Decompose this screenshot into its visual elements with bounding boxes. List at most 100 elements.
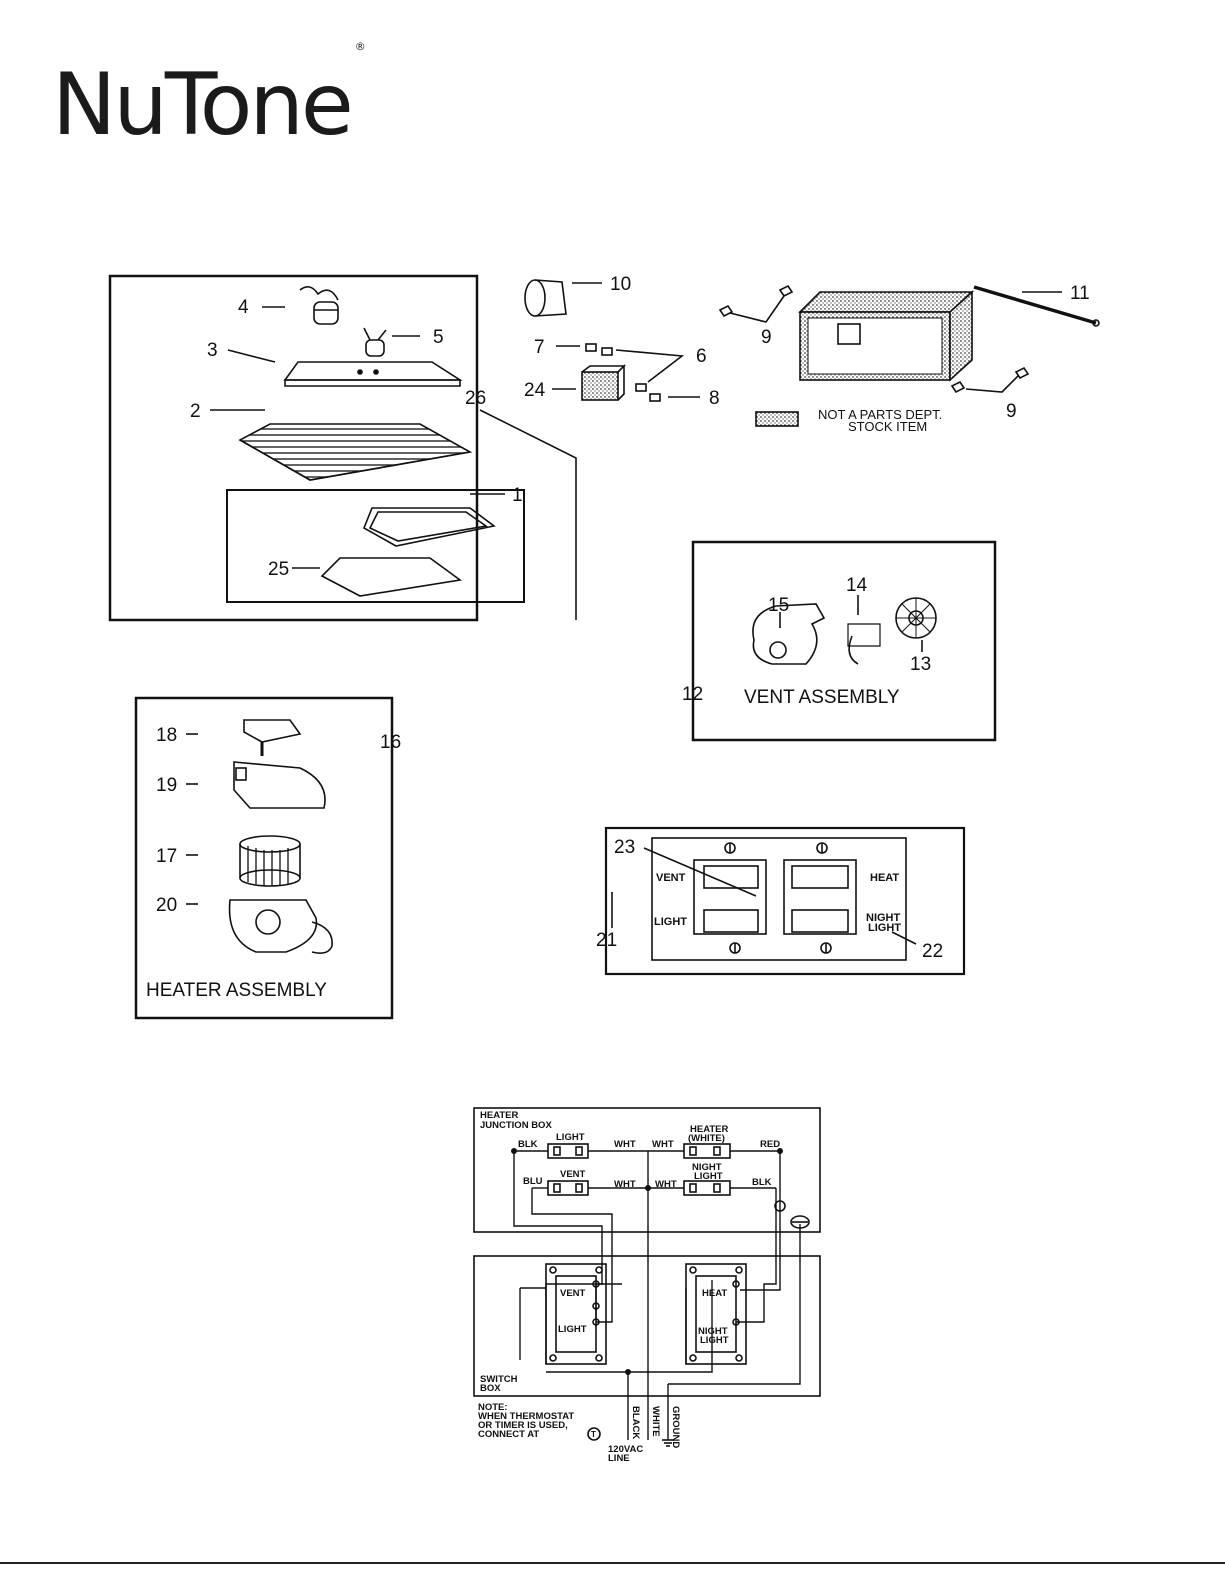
callout-7: 7 (534, 337, 545, 358)
wire-junction-dots (511, 1148, 783, 1375)
callout-16: 16 (380, 732, 401, 753)
switch-light-label: LIGHT (558, 1324, 587, 1335)
callout-13: 13 (910, 654, 931, 675)
wiring-vent-label: VENT (560, 1169, 586, 1180)
callout-21: 21 (596, 930, 617, 951)
switch-plate-heat-label: HEAT (870, 872, 899, 884)
switch-night-label-2: LIGHT (700, 1335, 729, 1346)
switch-plate-outline (651, 837, 907, 961)
switch-plate-night-label-2: LIGHT (868, 922, 901, 934)
callout-17: 17 (156, 846, 177, 867)
bulb-holder-part-icon (363, 327, 387, 357)
not-stock-item-swatch (755, 411, 799, 427)
callout-23-leader (643, 847, 757, 897)
wiring-light-label: LIGHT (556, 1132, 585, 1143)
note-line-4: CONNECT AT (478, 1429, 539, 1440)
callout-23: 23 (614, 837, 635, 858)
heater-assembly-frame (134, 696, 394, 1020)
callout-15: 15 (768, 595, 789, 616)
junction-box-frame (473, 1107, 821, 1233)
callout-6: 6 (696, 346, 707, 367)
wiring-heater-label-1: HEATER (690, 1124, 728, 1135)
capacitor-part-icon (581, 364, 626, 401)
lens-frame-part-icon (362, 507, 496, 547)
mounting-clip-part-icon (718, 284, 1030, 394)
callout-8: 8 (709, 388, 720, 409)
switch-plate-light-label: LIGHT (654, 916, 687, 928)
callout-25: 25 (268, 559, 289, 580)
callout-10: 10 (610, 274, 631, 295)
callout-9b: 9 (1006, 401, 1017, 422)
callout-22-leader (891, 931, 917, 945)
callout-1: 1 (512, 485, 523, 506)
hanger-bar-part-icon (973, 285, 1100, 327)
not-stock-note-line1: NOT A PARTS DEPT. (818, 407, 942, 422)
wire-white-label: WHITE (650, 1406, 661, 1437)
switch-plate-frame (604, 826, 966, 976)
heater-motor-part-icon (228, 899, 333, 954)
grille-part-icon (238, 423, 473, 481)
switch-plate-night-label-1: NIGHT (866, 912, 901, 924)
heater-assembly-label: HEATER ASSEMBLY (146, 980, 327, 1001)
vent-fan-blade-part-icon (895, 597, 937, 639)
ground-symbol-icon (662, 1439, 674, 1447)
clip-part-icon (585, 343, 661, 402)
callout-9a-leader (729, 295, 785, 323)
callout-22: 22 (922, 941, 943, 962)
registered-mark: ® (354, 40, 366, 54)
wire-blk-left: BLK (518, 1139, 538, 1150)
switch-plate-buttons-icon (693, 842, 857, 954)
vent-motor-part-icon (847, 623, 881, 665)
footer-rule (0, 1562, 1225, 1564)
note-thermostat-symbol-icon (587, 1427, 601, 1441)
wire-wht-vent: WHT (614, 1179, 636, 1190)
main-assembly-frame (108, 274, 479, 622)
switch-night-label-1: NIGHT (698, 1326, 728, 1337)
wire-blu: BLU (523, 1176, 543, 1187)
wire-wht-heater: WHT (652, 1139, 674, 1150)
wire-blk-right: BLK (752, 1177, 772, 1188)
callout-4: 4 (238, 297, 249, 318)
callout-5: 5 (433, 327, 444, 348)
housing-cover-part-icon (283, 361, 463, 387)
callout-12: 12 (682, 684, 703, 705)
callout-26: 26 (465, 388, 486, 409)
lens-part-icon (320, 557, 463, 597)
wire-ground-label: GROUND (670, 1406, 681, 1448)
nutone-logo: NuTone® (52, 40, 366, 155)
wire-black-label: BLACK (630, 1406, 641, 1439)
callout-26-leader (479, 409, 577, 620)
vent-assembly-frame (691, 540, 997, 742)
switch-box-label-2: BOX (480, 1383, 501, 1394)
wiring-night-label-2: LIGHT (694, 1171, 723, 1182)
wiring-night-label-1: NIGHT (692, 1162, 722, 1173)
heater-housing-part-icon (233, 761, 326, 809)
note-thermostat-symbol: T (591, 1430, 596, 1439)
note-line-1: NOTE: (478, 1402, 508, 1413)
not-stock-note-line2: STOCK ITEM (848, 419, 927, 434)
switch-plate-vent-label: VENT (656, 872, 686, 884)
heater-element-part-icon (243, 719, 302, 756)
wire-wht-night: WHT (655, 1179, 677, 1190)
line-voltage-label-1: 120VAC (608, 1444, 643, 1455)
switch-vent-label: VENT (560, 1288, 586, 1299)
thermostat-connection-icon (774, 1200, 810, 1229)
damper-duct-part-icon (524, 279, 567, 317)
junction-box-label-2: JUNCTION BOX (480, 1120, 552, 1131)
callout-11: 11 (1070, 283, 1090, 304)
lamp-socket-part-icon (299, 286, 339, 325)
housing-part-icon (798, 290, 975, 382)
callout-18: 18 (156, 725, 177, 746)
switch-box-label-1: SWITCH (480, 1374, 518, 1385)
line-voltage-label-2: LINE (608, 1453, 630, 1464)
callout-19: 19 (156, 775, 177, 796)
callout-9a: 9 (761, 327, 772, 348)
callout-14: 14 (846, 575, 868, 596)
note-line-3: OR TIMER IS USED, (478, 1420, 568, 1431)
vent-assembly-label: VENT ASSEMBLY (744, 687, 900, 708)
wall-switch-body-icon (545, 1263, 747, 1365)
callout-3: 3 (207, 340, 218, 361)
callout-2: 2 (190, 401, 201, 422)
switch-box-frame (473, 1255, 821, 1397)
